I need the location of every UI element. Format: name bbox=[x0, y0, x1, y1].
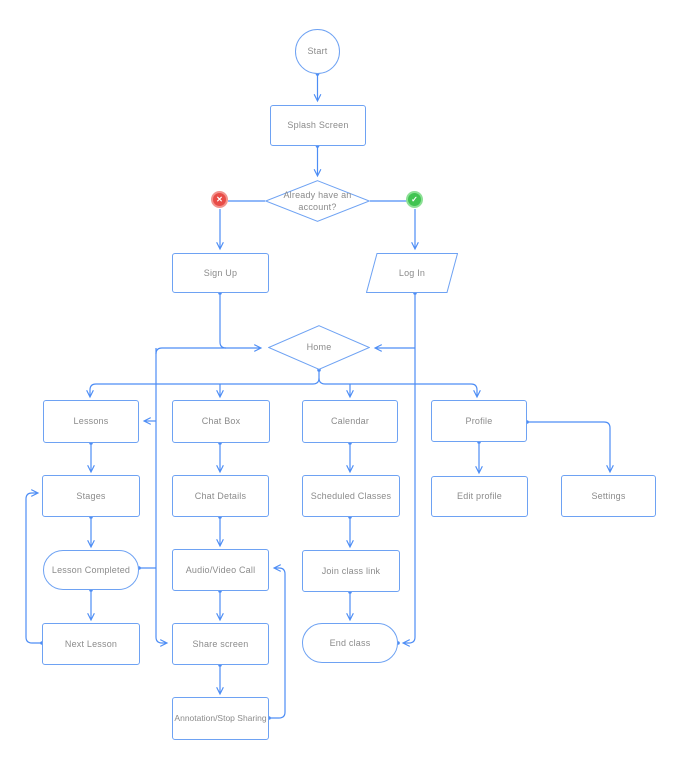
node-home-label: Home bbox=[306, 342, 332, 353]
node-account-decision-label: Already have an account? bbox=[283, 189, 352, 212]
node-end-class-label: End class bbox=[329, 637, 371, 648]
node-chat-box-label: Chat Box bbox=[201, 416, 241, 427]
node-splash-screen: Splash Screen bbox=[270, 105, 366, 146]
node-audio-video-call-label: Audio/Video Call bbox=[185, 564, 256, 575]
node-chat-details-label: Chat Details bbox=[194, 490, 247, 501]
edge-home-profile bbox=[318, 377, 481, 399]
decision-diamond-shape bbox=[265, 180, 370, 222]
node-share-screen-label: Share screen bbox=[192, 638, 249, 649]
node-sign-up-label: Sign Up bbox=[203, 267, 238, 278]
node-sign-up: Sign Up bbox=[172, 253, 269, 293]
node-home: Home bbox=[268, 325, 370, 370]
login-parallelogram-shape bbox=[366, 253, 458, 293]
node-audio-video-call: Audio/Video Call bbox=[172, 549, 269, 591]
node-splash-screen-label: Splash Screen bbox=[287, 120, 349, 131]
home-diamond-shape bbox=[268, 325, 370, 370]
node-lesson-completed: Lesson Completed bbox=[43, 550, 139, 590]
node-join-class-link-label: Join class link bbox=[321, 565, 381, 576]
node-join-class-link: Join class link bbox=[302, 550, 400, 592]
edge-login-endclass bbox=[401, 293, 416, 647]
node-scheduled-classes-label: Scheduled Classes bbox=[310, 490, 392, 501]
node-profile-label: Profile bbox=[465, 415, 493, 426]
edge-home-lessons bbox=[86, 370, 320, 399]
check-icon: ✓ bbox=[406, 191, 423, 208]
node-next-lesson: Next Lesson bbox=[42, 623, 140, 665]
node-calendar-label: Calendar bbox=[330, 416, 370, 427]
node-lessons-label: Lessons bbox=[73, 416, 109, 427]
node-account-decision: Already have an account? bbox=[265, 180, 370, 222]
node-lesson-completed-label: Lesson Completed bbox=[51, 564, 131, 575]
node-log-in-label: Log In bbox=[398, 267, 426, 278]
node-chat-box: Chat Box bbox=[172, 400, 270, 443]
node-annotation-stop-sharing: Annotation/Stop Sharing bbox=[172, 697, 269, 740]
cross-icon-glyph: ✕ bbox=[216, 194, 223, 204]
node-edit-profile-label: Edit profile bbox=[457, 491, 502, 502]
node-settings-label: Settings bbox=[591, 490, 626, 501]
check-icon-glyph: ✓ bbox=[411, 194, 418, 204]
node-start: Start bbox=[295, 29, 340, 74]
node-start-label: Start bbox=[307, 46, 328, 57]
node-stages: Stages bbox=[42, 475, 140, 517]
edge-profile-settings bbox=[527, 421, 614, 474]
edge-vertical-into-sharescreen bbox=[155, 348, 169, 647]
node-chat-details: Chat Details bbox=[172, 475, 269, 517]
node-log-in: Log In bbox=[366, 253, 458, 293]
node-share-screen: Share screen bbox=[172, 623, 269, 665]
cross-icon: ✕ bbox=[211, 191, 228, 208]
node-calendar: Calendar bbox=[302, 400, 398, 443]
node-scheduled-classes: Scheduled Classes bbox=[302, 475, 400, 517]
edge-nextlesson-stages bbox=[25, 489, 42, 644]
node-next-lesson-label: Next Lesson bbox=[64, 638, 118, 649]
edge-signup-merge bbox=[219, 293, 227, 349]
edge-left-into-home bbox=[155, 344, 263, 355]
edge-annotation-avcall bbox=[269, 564, 286, 719]
node-annotation-stop-sharing-label: Annotation/Stop Sharing bbox=[174, 712, 267, 723]
node-end-class: End class bbox=[302, 623, 398, 663]
node-stages-label: Stages bbox=[76, 490, 106, 501]
node-lessons: Lessons bbox=[43, 400, 139, 443]
node-profile: Profile bbox=[431, 400, 527, 442]
node-settings: Settings bbox=[561, 475, 656, 517]
node-edit-profile: Edit profile bbox=[431, 476, 528, 517]
